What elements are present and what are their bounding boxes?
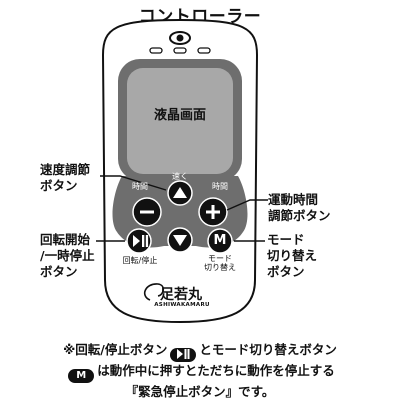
callout-rotation: 回転開始 /一時停止 ボタン: [40, 232, 95, 280]
note-line1-prefix: ※回転/停止ボタン: [63, 342, 168, 357]
lcd-screen: [127, 68, 233, 174]
callout-mode: モード 切り替え ボタン: [267, 232, 317, 280]
callout-rotation-line3: ボタン: [40, 264, 78, 279]
note-line1: ※回転/停止ボタン とモード切り替えボタン: [0, 339, 400, 362]
play-pause-pill-icon: [170, 348, 197, 362]
time-right-label: 時間: [212, 182, 228, 191]
note-line2-suffix: は動作中に押すとただちに動作を停止する: [97, 363, 335, 378]
slower-label: 遅く: [172, 254, 188, 263]
note-line3: 『緊急停止ボタン』です。: [125, 384, 275, 399]
faster-label: 速く: [172, 172, 188, 181]
note-line1-suffix: とモード切り替えボタン: [199, 342, 337, 357]
play-pause-caption: 回転/停止: [122, 256, 158, 265]
callout-mode-line2: 切り替え: [267, 248, 318, 263]
mode-caption-line2: 切り替え: [204, 263, 236, 272]
time-left-label: 時間: [132, 182, 148, 191]
control-panel: [112, 176, 248, 248]
leader-speed: [100, 175, 167, 191]
leader-time: [226, 199, 268, 211]
mode-button: [207, 228, 233, 254]
lcd-screen-label: 液晶画面: [153, 108, 206, 123]
callout-speed: 速度調節 ボタン: [40, 162, 90, 194]
callout-mode-line3: ボタン: [267, 264, 305, 279]
callout-speed-line1: 速度調節: [40, 162, 91, 177]
callout-time: 運動時間 調節ボタン: [268, 192, 331, 224]
callout-rotation-line2: /一時停止: [40, 248, 95, 263]
indicator-1: [149, 47, 163, 54]
indicator-3: [197, 47, 211, 54]
logo-text: 足若丸: [160, 287, 202, 303]
callout-time-line1: 運動時間: [268, 192, 319, 207]
indicator-2: [173, 47, 187, 54]
callout-time-line2: 調節ボタン: [268, 208, 331, 223]
callout-rotation-line1: 回転開始: [40, 232, 91, 247]
mode-pill-icon: M: [68, 369, 95, 383]
callout-mode-line1: モード: [267, 232, 305, 247]
mode-button-letter: M: [213, 233, 227, 248]
logo-mark: [143, 283, 165, 301]
mode-caption: モード 切り替え: [200, 254, 240, 272]
logo-romaji: ASHIWAKAMARU: [154, 302, 210, 308]
callout-speed-line2: ボタン: [40, 178, 78, 193]
mode-caption-line1: モード: [208, 254, 232, 263]
